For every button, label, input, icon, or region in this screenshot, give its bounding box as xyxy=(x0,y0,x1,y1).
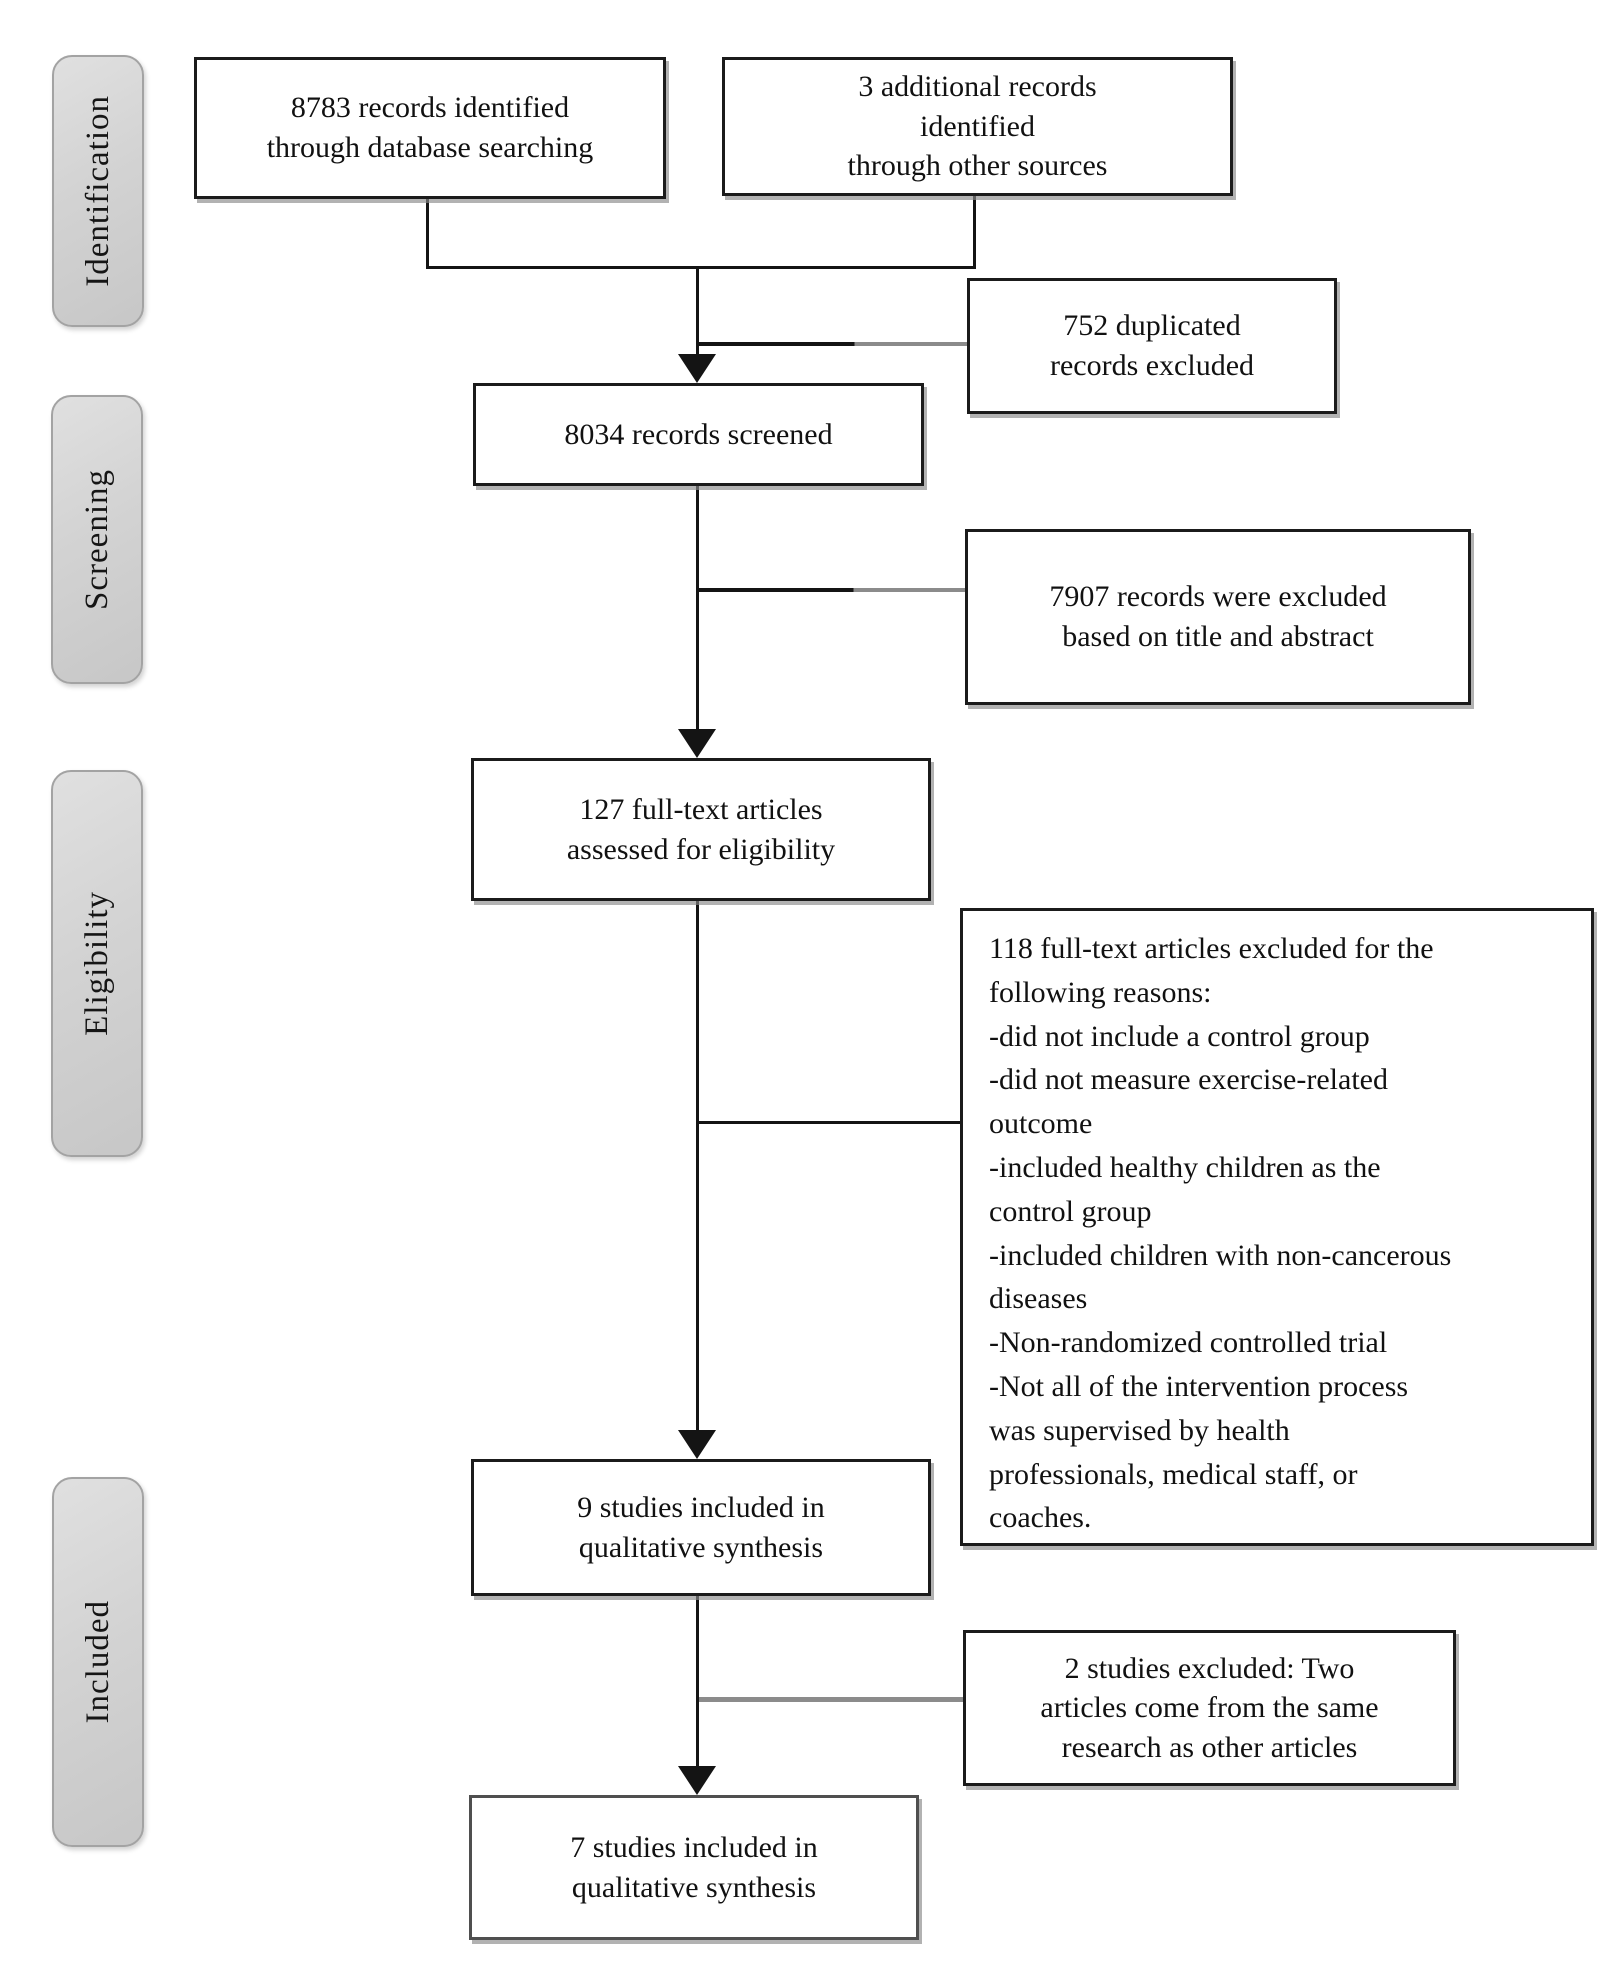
stage-label-included: Included xyxy=(52,1477,144,1847)
box-text-line: records excluded xyxy=(1049,349,1255,382)
box-text-line: 2 studies excluded: Two xyxy=(1064,1651,1355,1685)
box-studies-excluded-same-research: 2 studies excluded: Two articles come fr… xyxy=(963,1630,1456,1786)
box-text-line: 118 full-text articles excluded for the xyxy=(989,932,1434,965)
box-text-line: qualitative synthesis xyxy=(571,1870,817,1904)
stage-label-identification-text: Identification xyxy=(79,95,116,287)
box-studies-qualitative-synthesis-9: 9 studies included in qualitative synthe… xyxy=(471,1459,931,1596)
box-text-line: 8034 records screened xyxy=(564,417,833,451)
box-text-line: 3 additional records xyxy=(858,70,1097,104)
box-text-line: qualitative synthesis xyxy=(578,1530,824,1564)
box-text-line: assessed for eligibility xyxy=(566,832,836,866)
box-text-line: -included children with non-cancerous xyxy=(989,1238,1452,1272)
box-text-line: 127 full-text articles xyxy=(579,792,823,826)
box-text-line: -Not all of the intervention process xyxy=(989,1369,1409,1403)
box-text-line: 752 duplicated xyxy=(1063,309,1241,343)
box-text-line: through database searching xyxy=(266,131,594,164)
box-duplicates-excluded: 752 duplicated records excluded xyxy=(967,278,1337,414)
stage-label-eligibility: Eligibility xyxy=(51,770,143,1157)
box-text-line: following reasons: xyxy=(989,975,1212,1009)
box-records-excluded-title-abstract: 7907 records were excluded based on titl… xyxy=(965,529,1471,705)
box-fulltext-excluded-reasons: 118 full-text articles excluded for the … xyxy=(960,908,1594,1546)
box-text-line: 7907 records were excluded xyxy=(1049,580,1387,614)
stage-label-included-text: Included xyxy=(79,1600,116,1724)
connector-line-to-studies-excluded xyxy=(699,1697,963,1702)
box-text-line: 9 studies included in xyxy=(577,1490,825,1524)
box-fulltext-assessed: 127 full-text articles assessed for elig… xyxy=(471,758,931,901)
connector-line-to-excluded-records xyxy=(699,588,965,592)
box-text-line: -did not include a control group xyxy=(989,1019,1370,1053)
stage-label-screening-text: Screening xyxy=(78,469,115,610)
box-records-identified-other-sources: 3 additional records identified through … xyxy=(722,57,1233,196)
connector-line xyxy=(696,895,699,1431)
box-text-line: 8783 records identified xyxy=(290,91,570,125)
arrow-down-icon xyxy=(678,729,716,758)
connector-line xyxy=(426,266,976,269)
box-text-line: outcome xyxy=(989,1107,1093,1141)
box-text-line: -did not measure exercise-related xyxy=(989,1063,1388,1097)
stage-label-eligibility-text: Eligibility xyxy=(78,891,115,1036)
connector-line xyxy=(696,1590,699,1767)
connector-line xyxy=(696,266,699,356)
box-studies-qualitative-synthesis-7: 7 studies included in qualitative synthe… xyxy=(469,1795,919,1940)
box-text-line: control group xyxy=(989,1194,1152,1228)
connector-line xyxy=(426,193,429,269)
box-text-line: was supervised by health xyxy=(989,1413,1290,1447)
box-text-line: 7 studies included in xyxy=(570,1830,818,1864)
box-text-line: -Non-randomized controlled trial xyxy=(989,1326,1388,1360)
box-records-screened: 8034 records screened xyxy=(473,383,924,486)
stage-label-identification: Identification xyxy=(52,55,144,327)
box-text-line: identified xyxy=(920,109,1035,143)
arrow-down-icon xyxy=(678,1430,716,1459)
box-text-line: based on title and abstract xyxy=(1062,620,1374,653)
box-text-line: -included healthy children as the xyxy=(989,1150,1381,1184)
connector-line xyxy=(696,480,699,732)
box-text-line: diseases xyxy=(989,1282,1088,1316)
box-records-identified-database: 8783 records identified through database… xyxy=(194,57,666,199)
box-text-line: coaches. xyxy=(989,1501,1092,1535)
arrow-down-icon xyxy=(678,354,716,383)
connector-line xyxy=(973,190,976,269)
box-text-line: through other sources xyxy=(847,149,1108,183)
box-text-line: articles come from the same xyxy=(1040,1691,1379,1725)
arrow-down-icon xyxy=(678,1766,716,1795)
connector-line-to-fulltext-excluded xyxy=(699,1121,960,1124)
box-text-line: research as other articles xyxy=(1061,1730,1358,1764)
box-text-line: professionals, medical staff, or xyxy=(989,1457,1358,1491)
stage-label-screening: Screening xyxy=(51,395,143,684)
connector-line-to-duplicates xyxy=(699,342,967,346)
